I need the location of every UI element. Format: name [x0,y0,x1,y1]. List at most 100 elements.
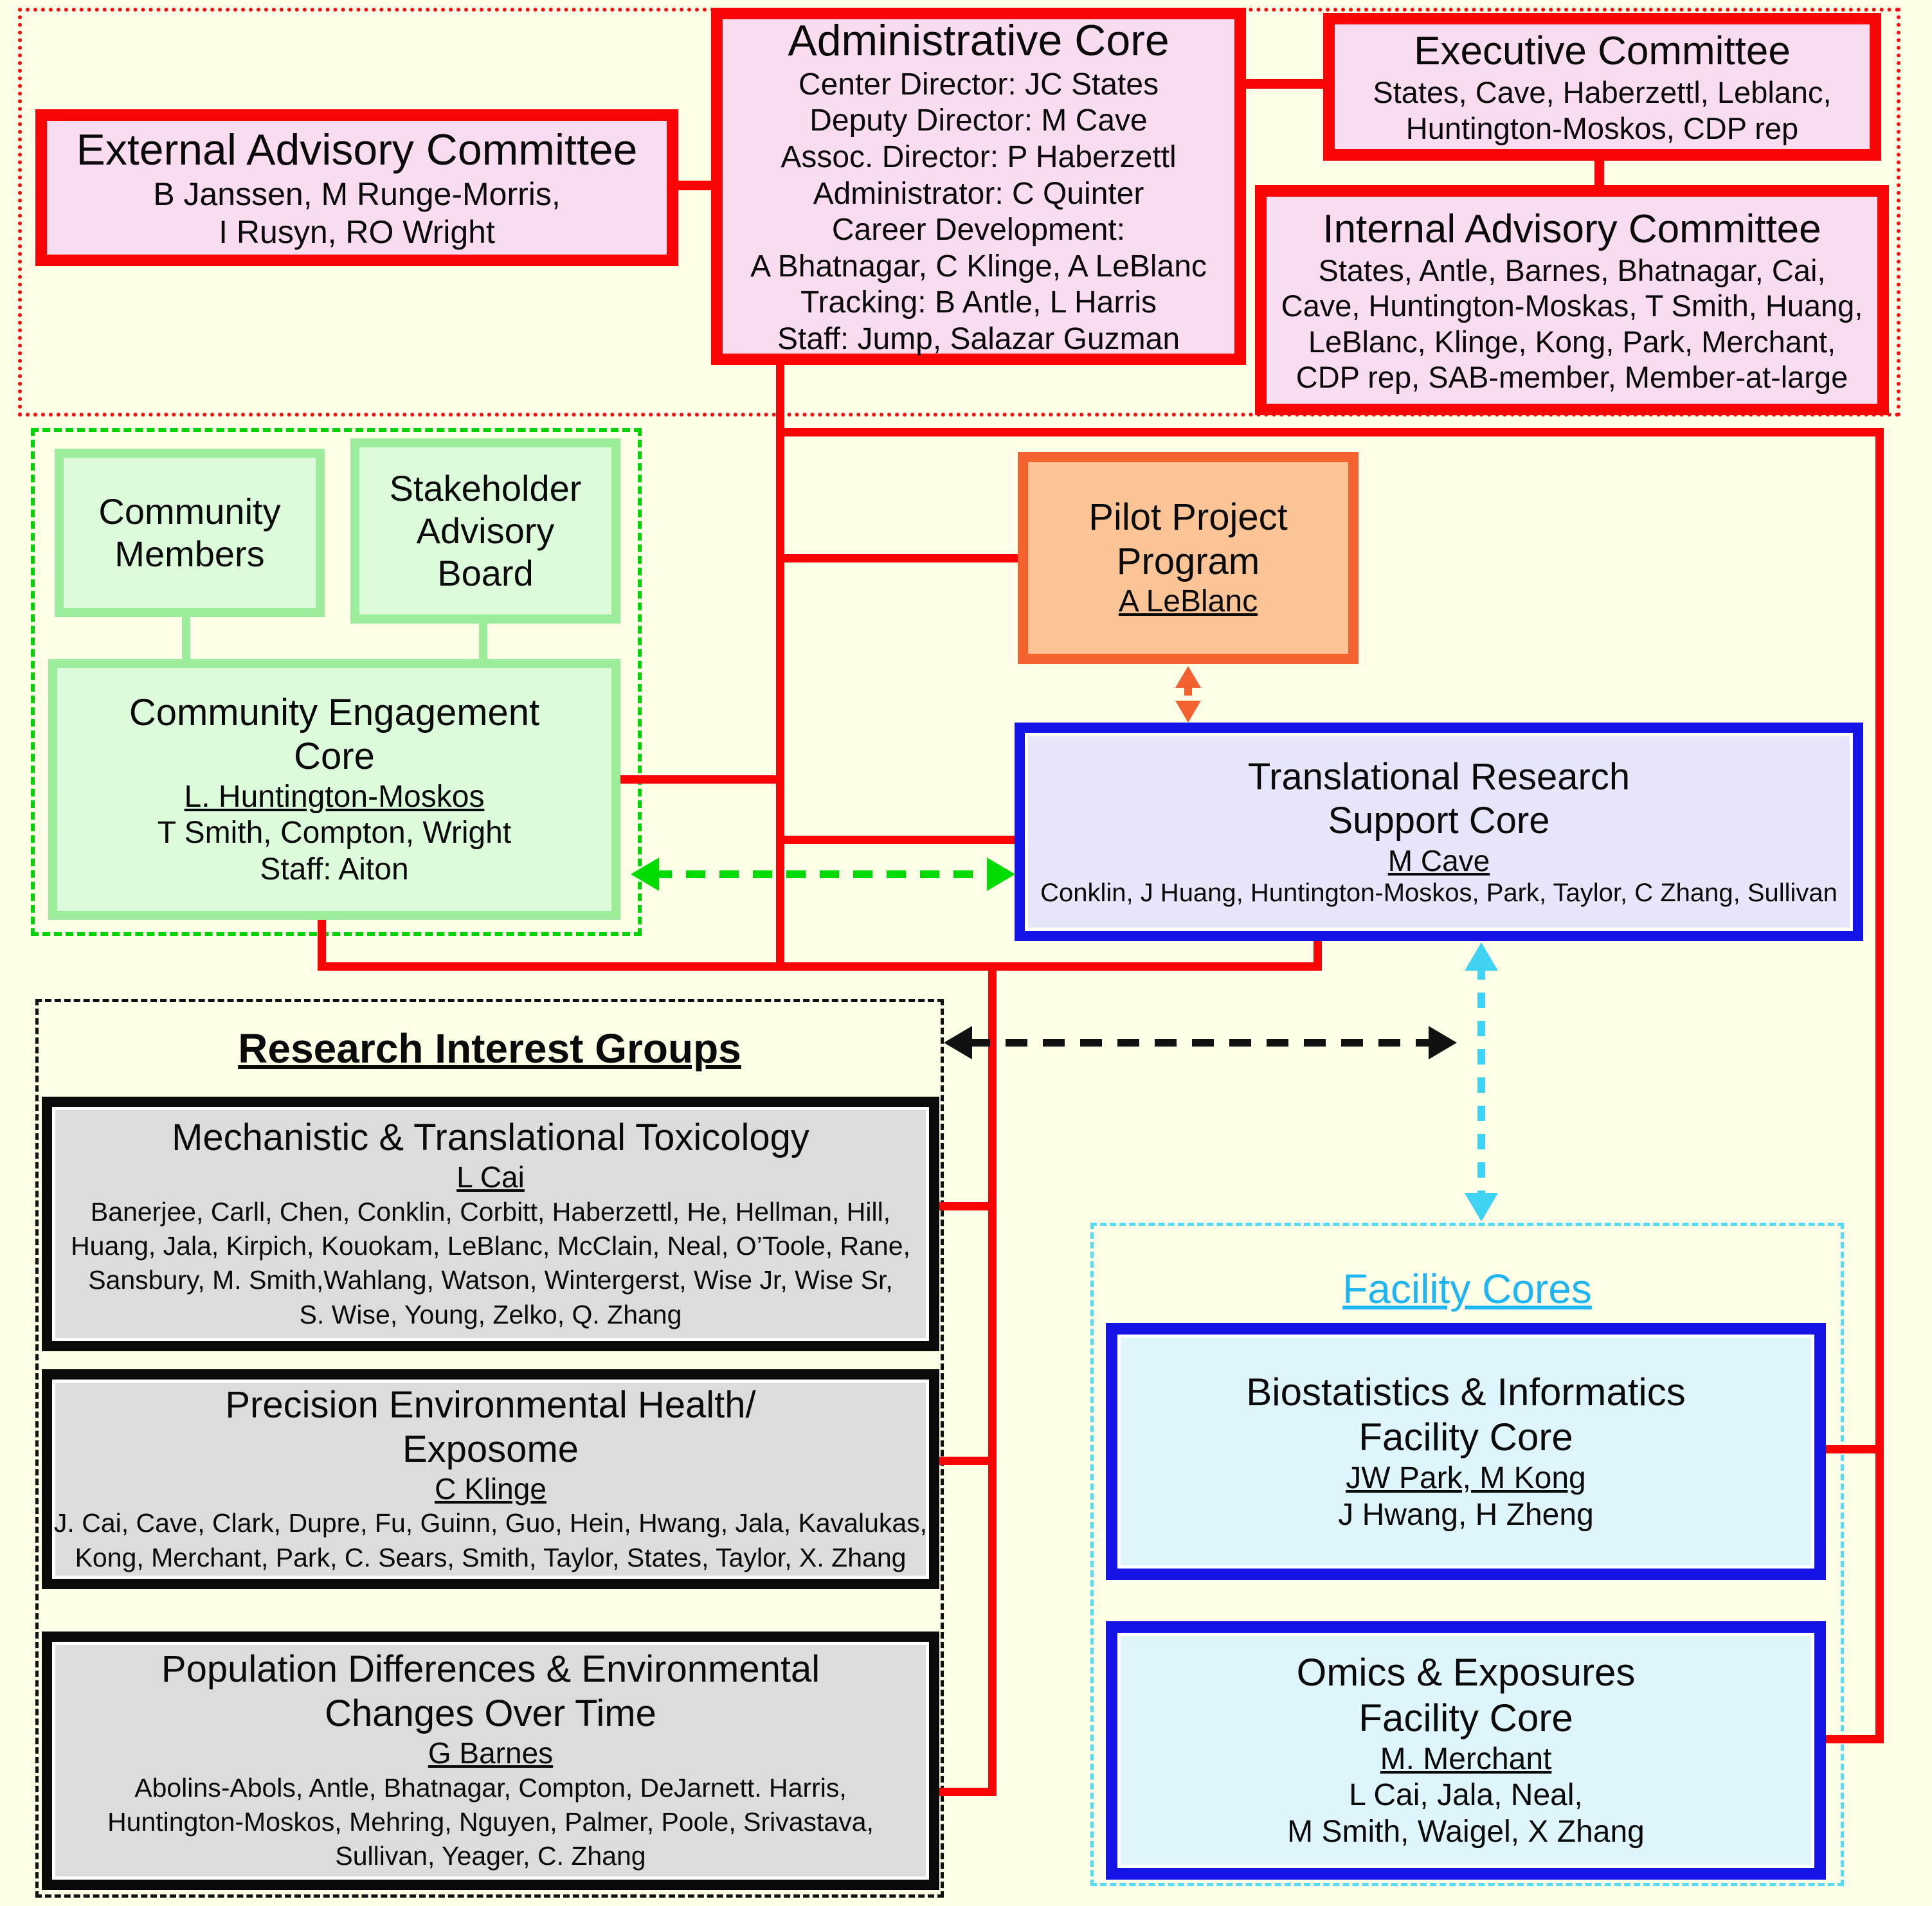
biostatistics-core-box: Biostatistics & Informatics Facility Cor… [1106,1323,1826,1580]
line-stub-mechanistic [937,1202,997,1210]
community-members-box: Community Members [55,449,325,617]
arrow-head-right [1429,1026,1457,1059]
mechanistic-members-line: S. Wise, Young, Zelko, Q. Zhang [299,1299,682,1329]
line-admin-exec [1243,79,1326,89]
pilot-project-title: Pilot Project [1088,496,1288,539]
line-cec-bottom-stub [318,918,326,971]
line-to-translational-core [776,836,1016,844]
line-exec-iac [1594,158,1604,188]
line-stub-biostatistics [1825,1445,1877,1453]
executive-committee-title: Executive Committee [1414,28,1791,73]
line-stub-population [937,1788,997,1796]
omics-title: Omics & Exposures [1296,1651,1636,1695]
admin-line: Tracking: B Antle, L Harris [800,285,1157,320]
admin-line: Center Director: JC States [798,67,1159,102]
population-title: Changes Over Time [325,1692,656,1734]
mechanistic-members-line: Banerjee, Carll, Chen, Conklin, Corbitt,… [90,1196,891,1227]
executive-committee-box: Executive Committee States, Cave, Haberz… [1323,13,1881,161]
line-trsc-bottom-stub [1314,940,1322,971]
arrow-translational-facility [1465,942,1498,1221]
arrow-head-up [1465,942,1498,971]
population-differences-box: Population Differences & Environmental C… [42,1632,939,1890]
population-members-line: Abolins-Abols, Antle, Bhatnagar, Compton… [134,1772,847,1803]
arrow-head-down [1465,1193,1498,1221]
administrative-core-title: Administrative Core [788,16,1169,66]
line-stakeholder-cec [479,618,487,662]
precision-members-line: J. Cai, Cave, Clark, Dupre, Fu, Guinn, G… [53,1508,928,1538]
internal-members-line: Cave, Huntington-Moskas, T Smith, Huang, [1281,289,1863,323]
research-interest-groups-title: Research Interest Groups [238,1025,741,1072]
biostatistics-title: Biostatistics & Informatics [1246,1370,1686,1414]
stakeholder-advisory-box: Stakeholder Advisory Board [350,438,620,624]
admin-line: Career Development: [831,213,1126,247]
research-interest-groups-container [35,999,944,1898]
cec-leader: L. Huntington-Moskos [184,779,485,814]
external-advisory-box: External Advisory Committee B Janssen, M… [35,109,678,266]
arrow-head-left [631,858,659,891]
line-stub-omics [1825,1735,1877,1743]
omics-title: Facility Core [1359,1696,1573,1740]
admin-line: A Bhatnagar, C Klinge, A LeBlanc [750,249,1207,283]
mechanistic-title: Mechanistic & Translational Toxicology [172,1117,809,1159]
arrow-shaft [968,1039,1448,1047]
internal-advisory-title: Internal Advisory Committee [1323,206,1821,251]
biostatistics-title: Facility Core [1359,1416,1573,1459]
executive-members-line: Huntington-Moskos, CDP rep [1405,111,1799,145]
community-members-title: Community [98,490,281,532]
admin-line: Administrator: C Quinter [813,176,1144,211]
line-main-vertical [776,363,784,971]
cec-title: Core [294,735,375,778]
line-rig-vertical [988,962,997,1796]
line-top-horizontal [776,428,1884,436]
mechanistic-leader: L Cai [456,1160,525,1194]
population-members-line: Sullivan, Yeager, C. Zhang [335,1841,646,1871]
omics-members-line: L Cai, Jala, Neal, [1349,1778,1583,1813]
community-members-title: Members [114,534,265,574]
precision-title: Exposome [402,1428,579,1470]
omics-members-line: M Smith, Waigel, X Zhang [1287,1815,1645,1849]
arrow-shaft [653,870,993,878]
admin-line: Deputy Director: M Cave [809,103,1148,138]
admin-line: Staff: Jump, Salazar Guzman [777,322,1180,356]
administrative-core-box: Administrative Core Center Director: JC … [711,8,1246,365]
line-stub-precision [937,1457,997,1465]
mechanistic-members-line: Sansbury, M. Smith,Wahlang, Watson, Wint… [88,1265,893,1295]
pilot-project-title: Program [1116,540,1260,582]
precision-members-line: Kong, Merchant, Park, C. Sears, Smith, T… [75,1542,907,1572]
pilot-project-box: Pilot Project Program A LeBlanc [1018,452,1359,664]
translational-core-box: Translational Research Support Core M Ca… [1015,723,1863,941]
internal-members-line: LeBlanc, Klinge, Kong, Park, Merchant, [1308,324,1836,359]
external-advisory-members-line: I Rusyn, RO Wright [219,214,495,251]
external-advisory-members-line: B Janssen, M Runge-Morris, [153,176,561,213]
biostatistics-members-line: J Hwang, H Zheng [1338,1497,1594,1532]
internal-advisory-box: Internal Advisory Committee States, Antl… [1255,185,1889,415]
line-bottom-horizontal [318,962,1322,971]
population-members-line: Huntington-Moskos, Mehring, Nguyen, Palm… [107,1806,874,1837]
line-community-members-cec [182,612,190,662]
population-leader: G Barnes [428,1736,554,1770]
admin-line: Assoc. Director: P Haberzettl [781,139,1177,174]
line-to-pilot-project [776,554,1019,562]
mechanistic-members-line: Huang, Jala, Kirpich, Kouokam, LeBlanc, … [71,1231,910,1261]
arrow-cec-translational [631,858,1015,891]
translational-core-members: Conklin, J Huang, Huntington-Moskos, Par… [1040,878,1837,907]
cec-members-line: Staff: Aiton [260,852,409,886]
cec-title: Community Engagement [129,691,540,733]
translational-core-title: Support Core [1328,800,1550,842]
arrow-head-down [1175,701,1201,723]
omics-core-box: Omics & Exposures Facility Core M. Merch… [1106,1621,1826,1880]
precision-health-box: Precision Environmental Health/ Exposome… [42,1369,939,1589]
facility-cores-container [1090,1223,1844,1886]
arrow-pilot-translational [1175,666,1202,723]
internal-members-line: CDP rep, SAB-member, Member-at-large [1296,360,1848,395]
stakeholder-title: Advisory [416,510,555,551]
executive-members-line: States, Cave, Haberzettl, Leblanc, [1373,75,1832,110]
translational-core-title: Translational Research [1247,755,1630,798]
facility-cores-title: Facility Cores [1342,1266,1592,1312]
line-eac-admin [675,181,715,190]
arrow-head-up [1175,666,1201,688]
stakeholder-title: Board [437,553,534,594]
precision-title: Precision Environmental Health/ [225,1384,756,1426]
precision-leader: C Klinge [435,1472,546,1506]
arrow-head-left [944,1026,972,1059]
